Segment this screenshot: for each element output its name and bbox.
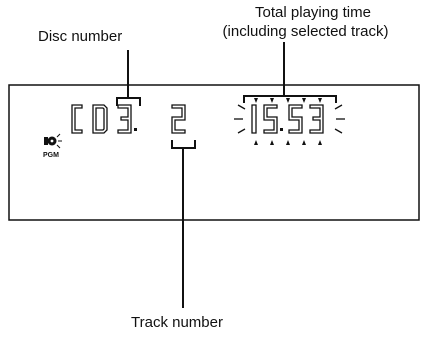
track-number-label: Track number (131, 314, 223, 331)
disc-icon (44, 133, 62, 149)
segment-char-d (92, 104, 108, 134)
segment-time-readout (251, 104, 324, 134)
segment-char-disc-digit (117, 104, 137, 134)
track-number-callout (171, 140, 196, 308)
disc-number-callout (116, 50, 141, 106)
lcd-frame (8, 84, 420, 221)
blink-indicator-marks (254, 98, 322, 145)
total-playing-time-label: Total playing time (255, 4, 371, 21)
disc-number-label: Disc number (38, 28, 123, 45)
total-time-callout (243, 42, 337, 103)
segment-char-track-digit (171, 104, 186, 134)
total-playing-time-sublabel: (including selected track) (222, 23, 389, 40)
pgm-indicator: PGM (43, 152, 59, 159)
blink-rays (234, 104, 345, 134)
segment-char-c (71, 104, 83, 134)
